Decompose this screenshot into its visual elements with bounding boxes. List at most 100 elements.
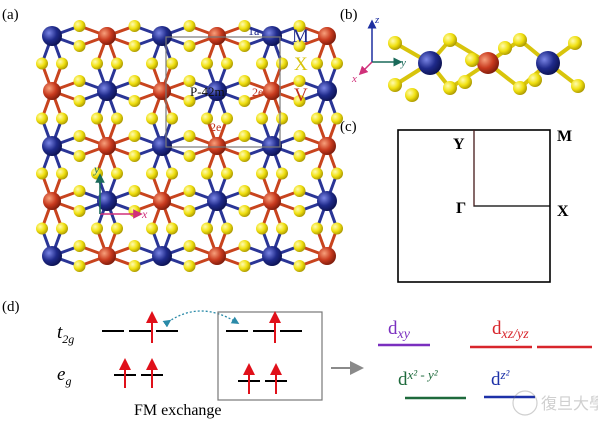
panel-b: (b) — [340, 7, 585, 102]
m-atom — [262, 136, 282, 156]
v-atom — [98, 137, 116, 155]
x-atom — [276, 167, 288, 180]
x-atom — [293, 185, 306, 197]
unit-cell-box — [165, 36, 281, 148]
x-atom — [73, 150, 86, 162]
x-atom — [183, 205, 196, 217]
v-atom — [98, 27, 116, 45]
x-atom — [293, 20, 306, 32]
v-atom — [208, 137, 226, 155]
x-atom — [111, 167, 123, 180]
x-atom — [128, 95, 141, 107]
x-atom — [146, 222, 158, 235]
kpoint-m-label: M — [557, 128, 572, 145]
x-atom — [183, 95, 196, 107]
m-atom — [207, 81, 227, 101]
m-atom — [42, 136, 62, 156]
x-atom — [293, 40, 306, 52]
x-atom — [311, 112, 323, 125]
v-atom — [43, 192, 61, 210]
x-atom — [293, 95, 306, 107]
watermark: 復旦大學 — [512, 390, 598, 416]
y-axis-label: y — [93, 162, 100, 176]
x-atom — [183, 150, 196, 162]
m-atom — [152, 136, 172, 156]
x-atom — [201, 222, 213, 235]
x-atom — [73, 185, 86, 197]
x-atom — [73, 260, 86, 272]
x-atom — [183, 260, 196, 272]
v-atom — [208, 247, 226, 265]
x-atom — [293, 240, 306, 252]
v-atom — [43, 82, 61, 100]
m-atom — [317, 81, 337, 101]
m-atom — [42, 246, 62, 266]
x-atom — [146, 57, 158, 70]
x-atom — [111, 222, 123, 235]
x-atom — [293, 130, 306, 142]
panel-d: (d) t2g eg — [2, 299, 598, 419]
x-atom — [256, 167, 268, 180]
v-atom — [208, 27, 226, 45]
v-atom — [153, 192, 171, 210]
x-axis-label: x — [351, 73, 357, 85]
x-atom — [276, 222, 288, 235]
x-atom — [73, 205, 86, 217]
wyckoff-2e-label: 2e — [210, 120, 221, 134]
x-atom — [311, 222, 323, 235]
x-atom — [128, 185, 141, 197]
m-atom — [97, 81, 117, 101]
x-atom — [36, 167, 48, 180]
x-atom — [221, 167, 233, 180]
orbital-dxy-label: dxy — [388, 318, 411, 342]
x-atom — [128, 205, 141, 217]
x-atom — [238, 205, 251, 217]
x-atom — [73, 130, 86, 142]
x-atom — [128, 20, 141, 32]
m-atom — [42, 26, 62, 46]
v-atom — [318, 137, 336, 155]
z-axis-label: z — [374, 14, 380, 26]
wyckoff-1a-label: 1a — [248, 24, 260, 38]
t2g-levels-left — [102, 311, 178, 343]
x-atom — [73, 95, 86, 107]
exchange-box — [217, 311, 323, 401]
x-atom — [201, 112, 213, 125]
x-atom — [73, 40, 86, 52]
x-atom — [238, 260, 251, 272]
v-atom — [318, 247, 336, 265]
m-atom — [152, 246, 172, 266]
x-atom — [91, 222, 103, 235]
x-atom — [183, 185, 196, 197]
x-atom — [128, 150, 141, 162]
x-atom — [256, 112, 268, 125]
m-atom — [207, 191, 227, 211]
v-atom — [98, 247, 116, 265]
x-atom — [293, 205, 306, 217]
legend-m-label: M — [292, 26, 309, 47]
x-atom — [293, 150, 306, 162]
watermark-text: 復旦大學 — [541, 395, 598, 413]
m-atom — [97, 191, 117, 211]
x-axis-label: x — [141, 207, 148, 221]
x-atom — [146, 112, 158, 125]
legend-x-label: X — [294, 54, 308, 75]
x-atom — [201, 57, 213, 70]
orbital-dxz-yz-label: dxz/yz — [492, 318, 529, 342]
x-atom — [56, 167, 68, 180]
wyckoff-2e-label: 2e — [252, 85, 263, 99]
x-atom — [56, 112, 68, 125]
x-atom — [311, 57, 323, 70]
lattice-bonds — [40, 24, 339, 268]
watermark-seal-icon — [512, 390, 538, 416]
v-atom — [153, 82, 171, 100]
x-atom — [36, 57, 48, 70]
x-atom — [128, 260, 141, 272]
x-atom — [238, 40, 251, 52]
lattice-atoms — [36, 20, 343, 272]
x-atom — [221, 222, 233, 235]
m-atom — [262, 246, 282, 266]
x-atom — [238, 240, 251, 252]
x-atom — [36, 112, 48, 125]
